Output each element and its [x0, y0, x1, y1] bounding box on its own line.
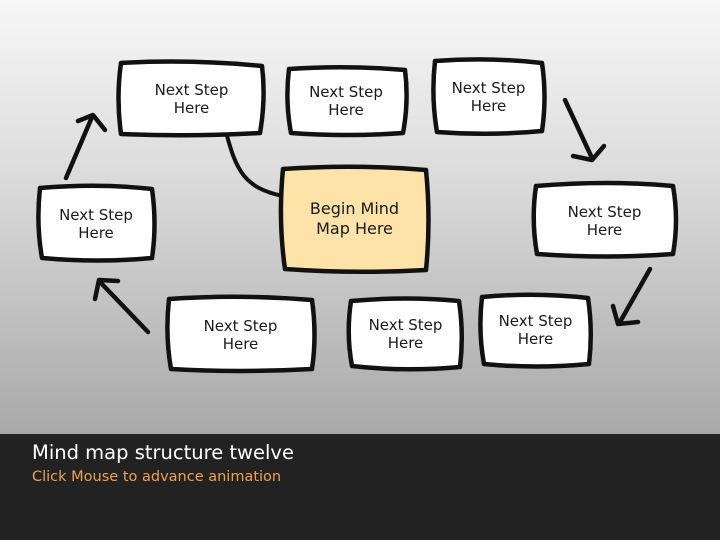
- node-label-line2: Here: [328, 101, 364, 119]
- node-label-line2: Here: [222, 334, 259, 353]
- node-box-outline: [285, 64, 409, 138]
- node-label-line2: Here: [586, 220, 623, 239]
- node-box-outline: [431, 57, 547, 137]
- node-label-line1: Next Step: [498, 312, 573, 330]
- arrow-up-left-icon: [92, 277, 151, 335]
- connector-line: [224, 130, 285, 198]
- node-label-line2: Here: [173, 99, 210, 117]
- node-label-line1: Next Step: [59, 205, 133, 224]
- node-label-line1: Next Step: [451, 79, 526, 97]
- footer-bar: [0, 434, 720, 540]
- node-label-line1: Next Step: [154, 81, 229, 99]
- node-box-outline: [346, 296, 465, 372]
- arrow-right-down-icon: [562, 97, 607, 163]
- center-label-line1: Begin Mind: [309, 199, 400, 218]
- node-label-line2: Here: [387, 334, 424, 352]
- node-label-line1: Next Step: [567, 202, 642, 221]
- node-label-line2: Here: [470, 97, 507, 115]
- node-label-line1: Next Step: [309, 83, 383, 101]
- center-box-outline: [278, 164, 431, 275]
- node-label-line2: Here: [78, 223, 114, 242]
- diagram-canvas: [36, 57, 679, 374]
- arrow-left-down-icon: [610, 266, 653, 327]
- node-label-line2: Here: [517, 330, 554, 348]
- node-box-outline: [36, 183, 157, 263]
- node-box-outline: [478, 292, 594, 369]
- node-label-line1: Next Step: [203, 316, 278, 335]
- center-label-line2: Map Here: [316, 219, 393, 238]
- node-box-outline: [165, 294, 317, 374]
- arrow-up-right-icon: [63, 112, 108, 181]
- node-box-outline: [116, 59, 266, 138]
- node-box-outline: [531, 180, 679, 259]
- slide-subtitle: Click Mouse to advance animation: [32, 469, 282, 485]
- node-label-line1: Next Step: [368, 316, 443, 334]
- slide-title: Mind map structure twelve: [32, 441, 294, 464]
